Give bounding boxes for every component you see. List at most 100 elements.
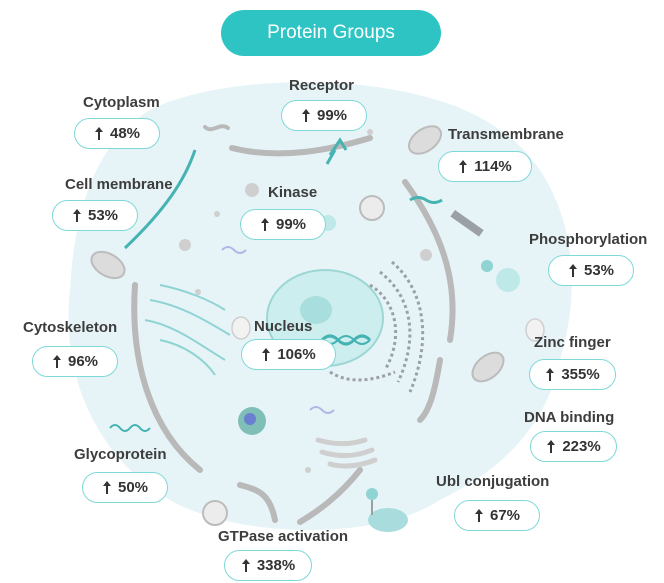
nucleolus bbox=[300, 296, 332, 324]
filament bbox=[123, 149, 197, 250]
group-label-nucleus: Nucleus bbox=[254, 318, 313, 335]
membrane-arc bbox=[203, 124, 230, 132]
group-label-zinc-finger: Zinc finger bbox=[534, 334, 611, 351]
group-value: 223% bbox=[562, 438, 601, 455]
group-badge-zinc-finger: 355% bbox=[529, 359, 616, 390]
dna-helix bbox=[320, 334, 372, 346]
lipid-droplet bbox=[525, 318, 545, 342]
group-value: 53% bbox=[87, 207, 119, 224]
group-value: 106% bbox=[277, 346, 316, 363]
group-badge-phosphorylation: 53% bbox=[548, 255, 634, 286]
group-badge-glycoprotein: 50% bbox=[82, 472, 168, 503]
group-badge-ubl-conjugation: 67% bbox=[454, 500, 540, 531]
group-label-cytoskeleton: Cytoskeleton bbox=[23, 319, 118, 336]
ubl-protein bbox=[368, 508, 408, 532]
arrow-up-icon bbox=[568, 263, 578, 278]
group-badge-cytoplasm: 48% bbox=[74, 118, 160, 149]
filament bbox=[149, 299, 231, 336]
group-badge-transmembrane: 114% bbox=[438, 151, 532, 182]
arrow-up-icon bbox=[301, 108, 311, 123]
vesicle bbox=[245, 183, 259, 197]
mitochondrion bbox=[407, 125, 443, 155]
rna-squiggle bbox=[221, 246, 247, 254]
membrane-arc bbox=[297, 467, 363, 525]
vesicle bbox=[202, 500, 228, 526]
vesicle bbox=[195, 289, 201, 295]
arrow-up-icon bbox=[241, 558, 251, 573]
ubl-tag bbox=[366, 488, 378, 500]
group-value: 338% bbox=[256, 557, 296, 574]
vesicle bbox=[214, 211, 220, 217]
filament bbox=[144, 319, 226, 361]
arrow-up-icon bbox=[545, 367, 555, 382]
group-label-cell-membrane: Cell membrane bbox=[65, 176, 173, 193]
arrow-up-icon bbox=[72, 208, 82, 223]
arrow-up-icon bbox=[458, 159, 468, 174]
group-value: 53% bbox=[583, 262, 615, 279]
rna-squiggle bbox=[309, 406, 335, 414]
vesicle bbox=[305, 467, 311, 473]
title-pill: Protein Groups bbox=[221, 10, 441, 56]
arrow-up-icon bbox=[261, 347, 271, 362]
group-label-gtpase-activation: GTPase activation bbox=[218, 528, 349, 545]
page-title: Protein Groups bbox=[267, 22, 395, 43]
group-label-cytoplasm: Cytoplasm bbox=[83, 94, 160, 111]
glycan-coil bbox=[109, 424, 151, 432]
group-label-transmembrane: Transmembrane bbox=[448, 126, 564, 143]
group-value: 96% bbox=[67, 353, 99, 370]
arrow-up-icon bbox=[474, 508, 484, 523]
mitochondrion bbox=[471, 351, 505, 383]
group-badge-dna-binding: 223% bbox=[530, 431, 617, 462]
phosphate-tag bbox=[481, 260, 493, 272]
filament bbox=[159, 284, 226, 311]
vesicle bbox=[359, 195, 385, 221]
arrow-up-icon bbox=[102, 480, 112, 495]
group-value: 99% bbox=[316, 107, 348, 124]
vesicle bbox=[179, 239, 191, 251]
phospho-protein bbox=[496, 268, 520, 292]
membrane-arc bbox=[237, 482, 278, 523]
actin-bundle bbox=[450, 210, 484, 237]
group-value: 355% bbox=[561, 366, 600, 383]
globular-protein-core bbox=[244, 413, 256, 425]
golgi-stack bbox=[315, 437, 368, 447]
group-label-glycoprotein: Glycoprotein bbox=[74, 446, 167, 463]
membrane-arc bbox=[229, 135, 373, 157]
vesicle bbox=[420, 249, 432, 261]
er-layer bbox=[369, 283, 398, 371]
arrow-up-icon bbox=[260, 217, 270, 232]
group-value: 99% bbox=[275, 216, 307, 233]
transmembrane-protein bbox=[409, 196, 443, 204]
membrane-arc bbox=[131, 282, 203, 473]
group-label-ubl-conjugation: Ubl conjugation bbox=[436, 473, 550, 490]
group-label-dna-binding: DNA binding bbox=[524, 409, 615, 426]
arrow-up-icon bbox=[52, 354, 62, 369]
membrane-arc bbox=[417, 357, 443, 423]
golgi-stack bbox=[319, 447, 375, 458]
group-label-receptor: Receptor bbox=[289, 77, 355, 94]
receptor-protein bbox=[325, 137, 348, 165]
lipid-droplet bbox=[231, 316, 251, 340]
group-value: 50% bbox=[117, 479, 149, 496]
group-label-kinase: Kinase bbox=[268, 184, 318, 201]
membrane-arc bbox=[402, 179, 456, 343]
group-badge-kinase: 99% bbox=[240, 209, 326, 240]
group-value: 48% bbox=[109, 125, 141, 142]
group-value: 67% bbox=[489, 507, 521, 524]
er-layer bbox=[391, 260, 425, 393]
er-layer bbox=[379, 270, 412, 383]
filament bbox=[159, 339, 216, 376]
mitochondrion bbox=[90, 250, 126, 280]
group-badge-cell-membrane: 53% bbox=[52, 200, 138, 231]
arrow-up-icon bbox=[94, 126, 104, 141]
vesicle bbox=[367, 129, 373, 135]
er-layer bbox=[329, 370, 396, 382]
arrow-up-icon bbox=[546, 439, 556, 454]
group-badge-nucleus: 106% bbox=[241, 339, 336, 370]
golgi-stack bbox=[327, 457, 378, 469]
group-badge-gtpase-activation: 338% bbox=[224, 550, 312, 581]
group-badge-cytoskeleton: 96% bbox=[32, 346, 118, 377]
group-label-phosphorylation: Phosphorylation bbox=[529, 231, 648, 248]
